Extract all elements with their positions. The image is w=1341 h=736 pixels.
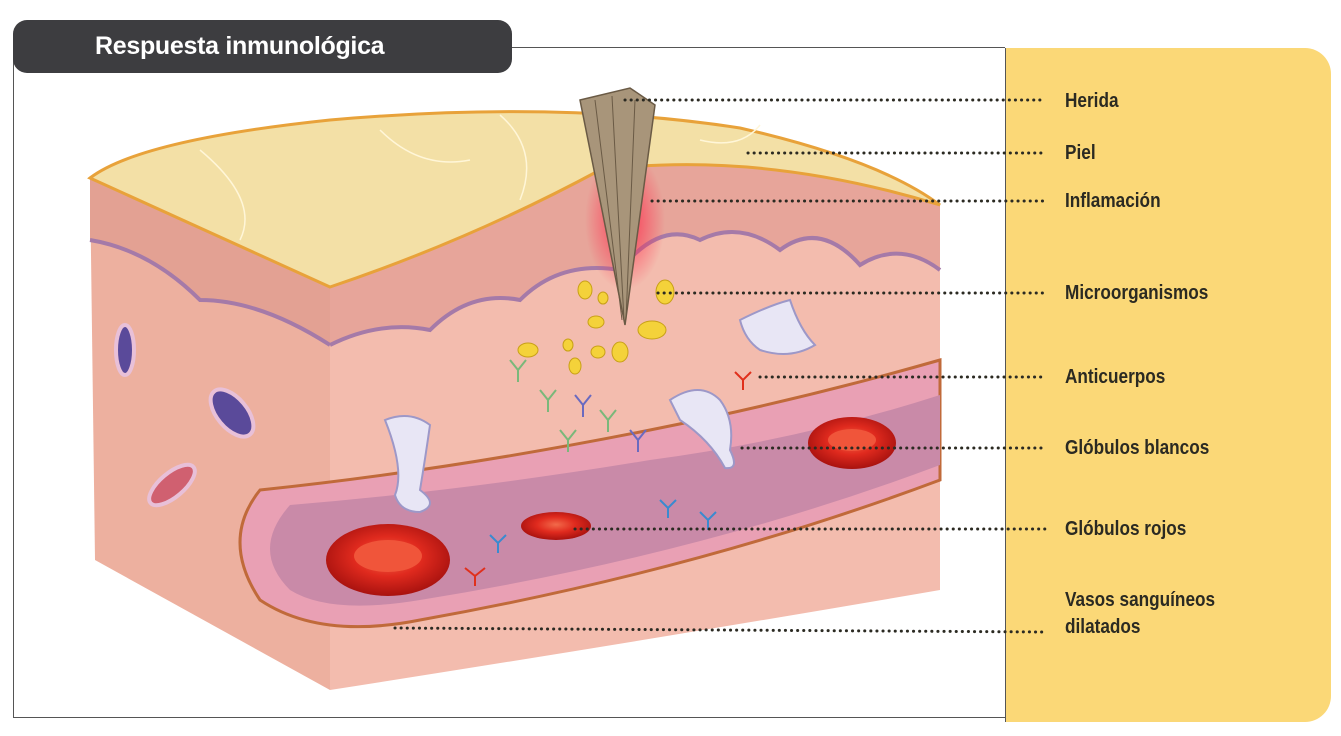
label-antibodies: Anticuerpos [1065,366,1166,388]
label-white-cells: Glóbulos blancos [1065,437,1210,459]
leader-vessels [393,626,1047,634]
red-blood-cell [521,512,591,540]
white-blood-cell [738,298,817,355]
small-vessel [208,387,256,439]
white-blood-cell [668,389,735,470]
label-wound: Herida [1065,90,1119,112]
small-vessel [147,462,197,508]
white-blood-cell [383,415,432,514]
page-title: Respuesta inmunológica [13,20,512,73]
label-panel [1005,48,1331,722]
microorganisms [517,279,675,375]
label-inflammation: Inflamación [1065,190,1161,212]
leader-lines [393,98,1047,634]
label-vessels-line1: Vasos sanguíneos [1065,589,1216,611]
label-skin: Piel [1065,142,1096,164]
label-microorganisms: Microorganismos [1065,282,1209,304]
small-vessel [114,323,136,377]
skin-surface [87,110,941,289]
label-vessels-line2: dilatados [1065,616,1141,638]
epidermis-layer [330,164,940,345]
antibodies [464,359,752,586]
label-red-cells: Glóbulos rojos [1065,518,1187,540]
